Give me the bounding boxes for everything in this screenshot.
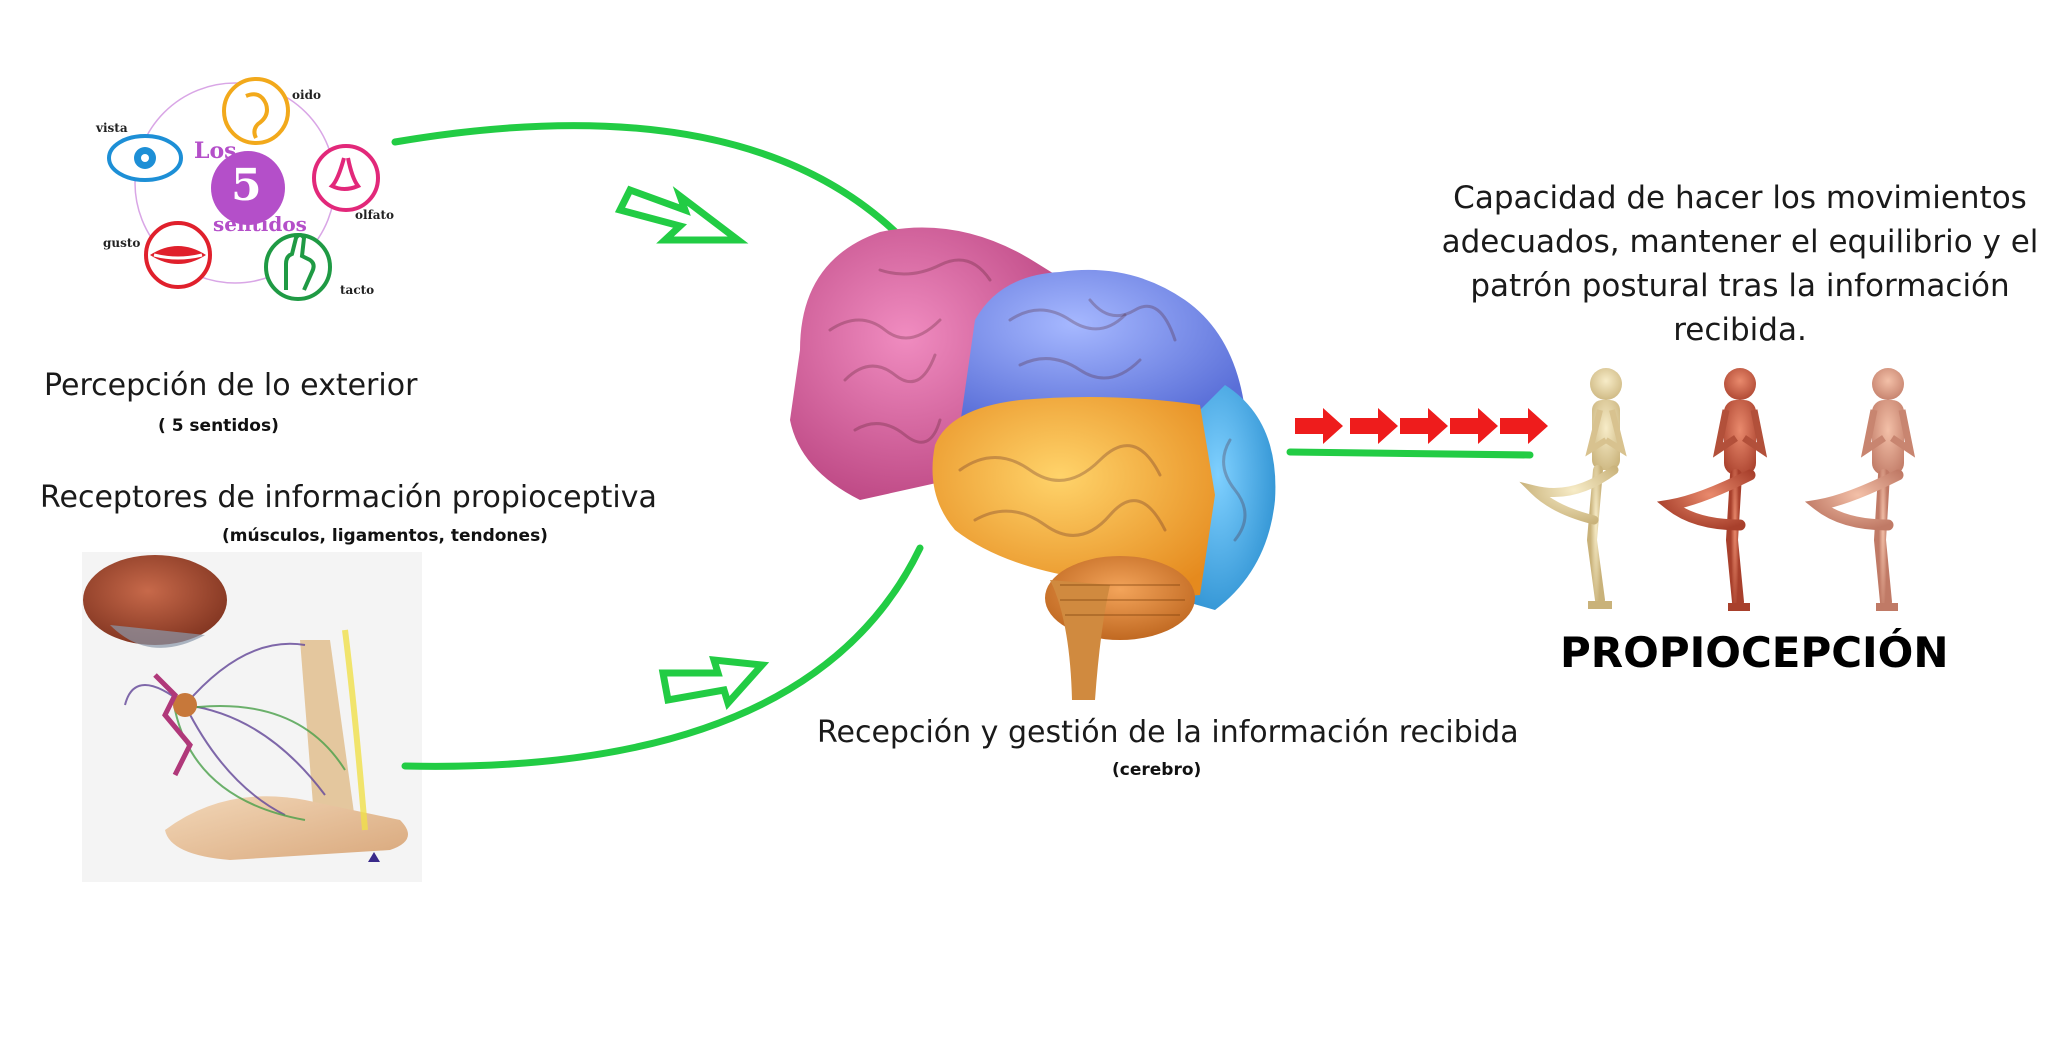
muscle-figure xyxy=(1656,368,1768,611)
hollow-arrow-top xyxy=(614,185,749,244)
skeleton-figure xyxy=(1519,368,1627,609)
receptors-title: Receptores de información propioceptiva xyxy=(40,480,657,515)
exterior-title: Percepción de lo exterior xyxy=(44,368,418,403)
receptors-subtitle: (músculos, ligamentos, tendones) xyxy=(222,526,548,546)
head-brain-image xyxy=(83,555,227,645)
red-arrow-5 xyxy=(1500,408,1548,444)
flow-curve-bottom xyxy=(401,544,924,770)
flow-line-right xyxy=(1286,448,1534,459)
brainstem xyxy=(1050,580,1110,700)
hollow-arrows xyxy=(614,185,770,710)
senses-title-los: Los xyxy=(194,138,237,164)
capacity-description: Capacidad de hacer los movimientos adecu… xyxy=(1441,180,2039,348)
result-title: PROPIOCEPCIÓN xyxy=(1560,628,1949,677)
red-arrow-1 xyxy=(1295,408,1343,444)
red-arrow-4 xyxy=(1450,408,1498,444)
hand-icon xyxy=(264,233,332,301)
brain-image xyxy=(790,227,1276,700)
senses-number: 5 xyxy=(231,160,262,211)
nose-icon xyxy=(312,144,380,212)
ear-icon xyxy=(222,77,290,145)
receptors-illustration xyxy=(82,552,422,882)
five-senses-illustration xyxy=(107,77,380,301)
sense-label-gusto: gusto xyxy=(103,236,141,250)
hollow-arrow-bottom xyxy=(658,655,770,710)
temporal-lobe xyxy=(932,396,1215,596)
senses-center-disc xyxy=(211,151,285,225)
red-arrow-3 xyxy=(1400,408,1448,444)
eye-icon xyxy=(107,134,183,182)
flow-curve-top xyxy=(391,122,919,256)
mouth-icon xyxy=(144,221,212,289)
parietal-lobe xyxy=(960,269,1245,425)
flow-curves xyxy=(391,122,1534,770)
red-arrows xyxy=(1295,408,1548,444)
skin-figure xyxy=(1804,368,1916,611)
foot-image xyxy=(165,796,408,860)
senses-title-sentidos: sentidos xyxy=(213,212,307,236)
red-arrow-2 xyxy=(1350,408,1398,444)
leg-image xyxy=(300,640,355,830)
brain-subtitle: (cerebro) xyxy=(1112,760,1202,780)
sense-label-olfato: olfato xyxy=(355,208,395,222)
sense-label-vista: vista xyxy=(96,121,128,135)
sense-label-oido: oido xyxy=(292,88,321,102)
exterior-subtitle: ( 5 sentidos) xyxy=(158,416,279,436)
brain-title: Recepción y gestión de la información re… xyxy=(817,715,1519,750)
sense-label-tacto: tacto xyxy=(340,283,375,297)
